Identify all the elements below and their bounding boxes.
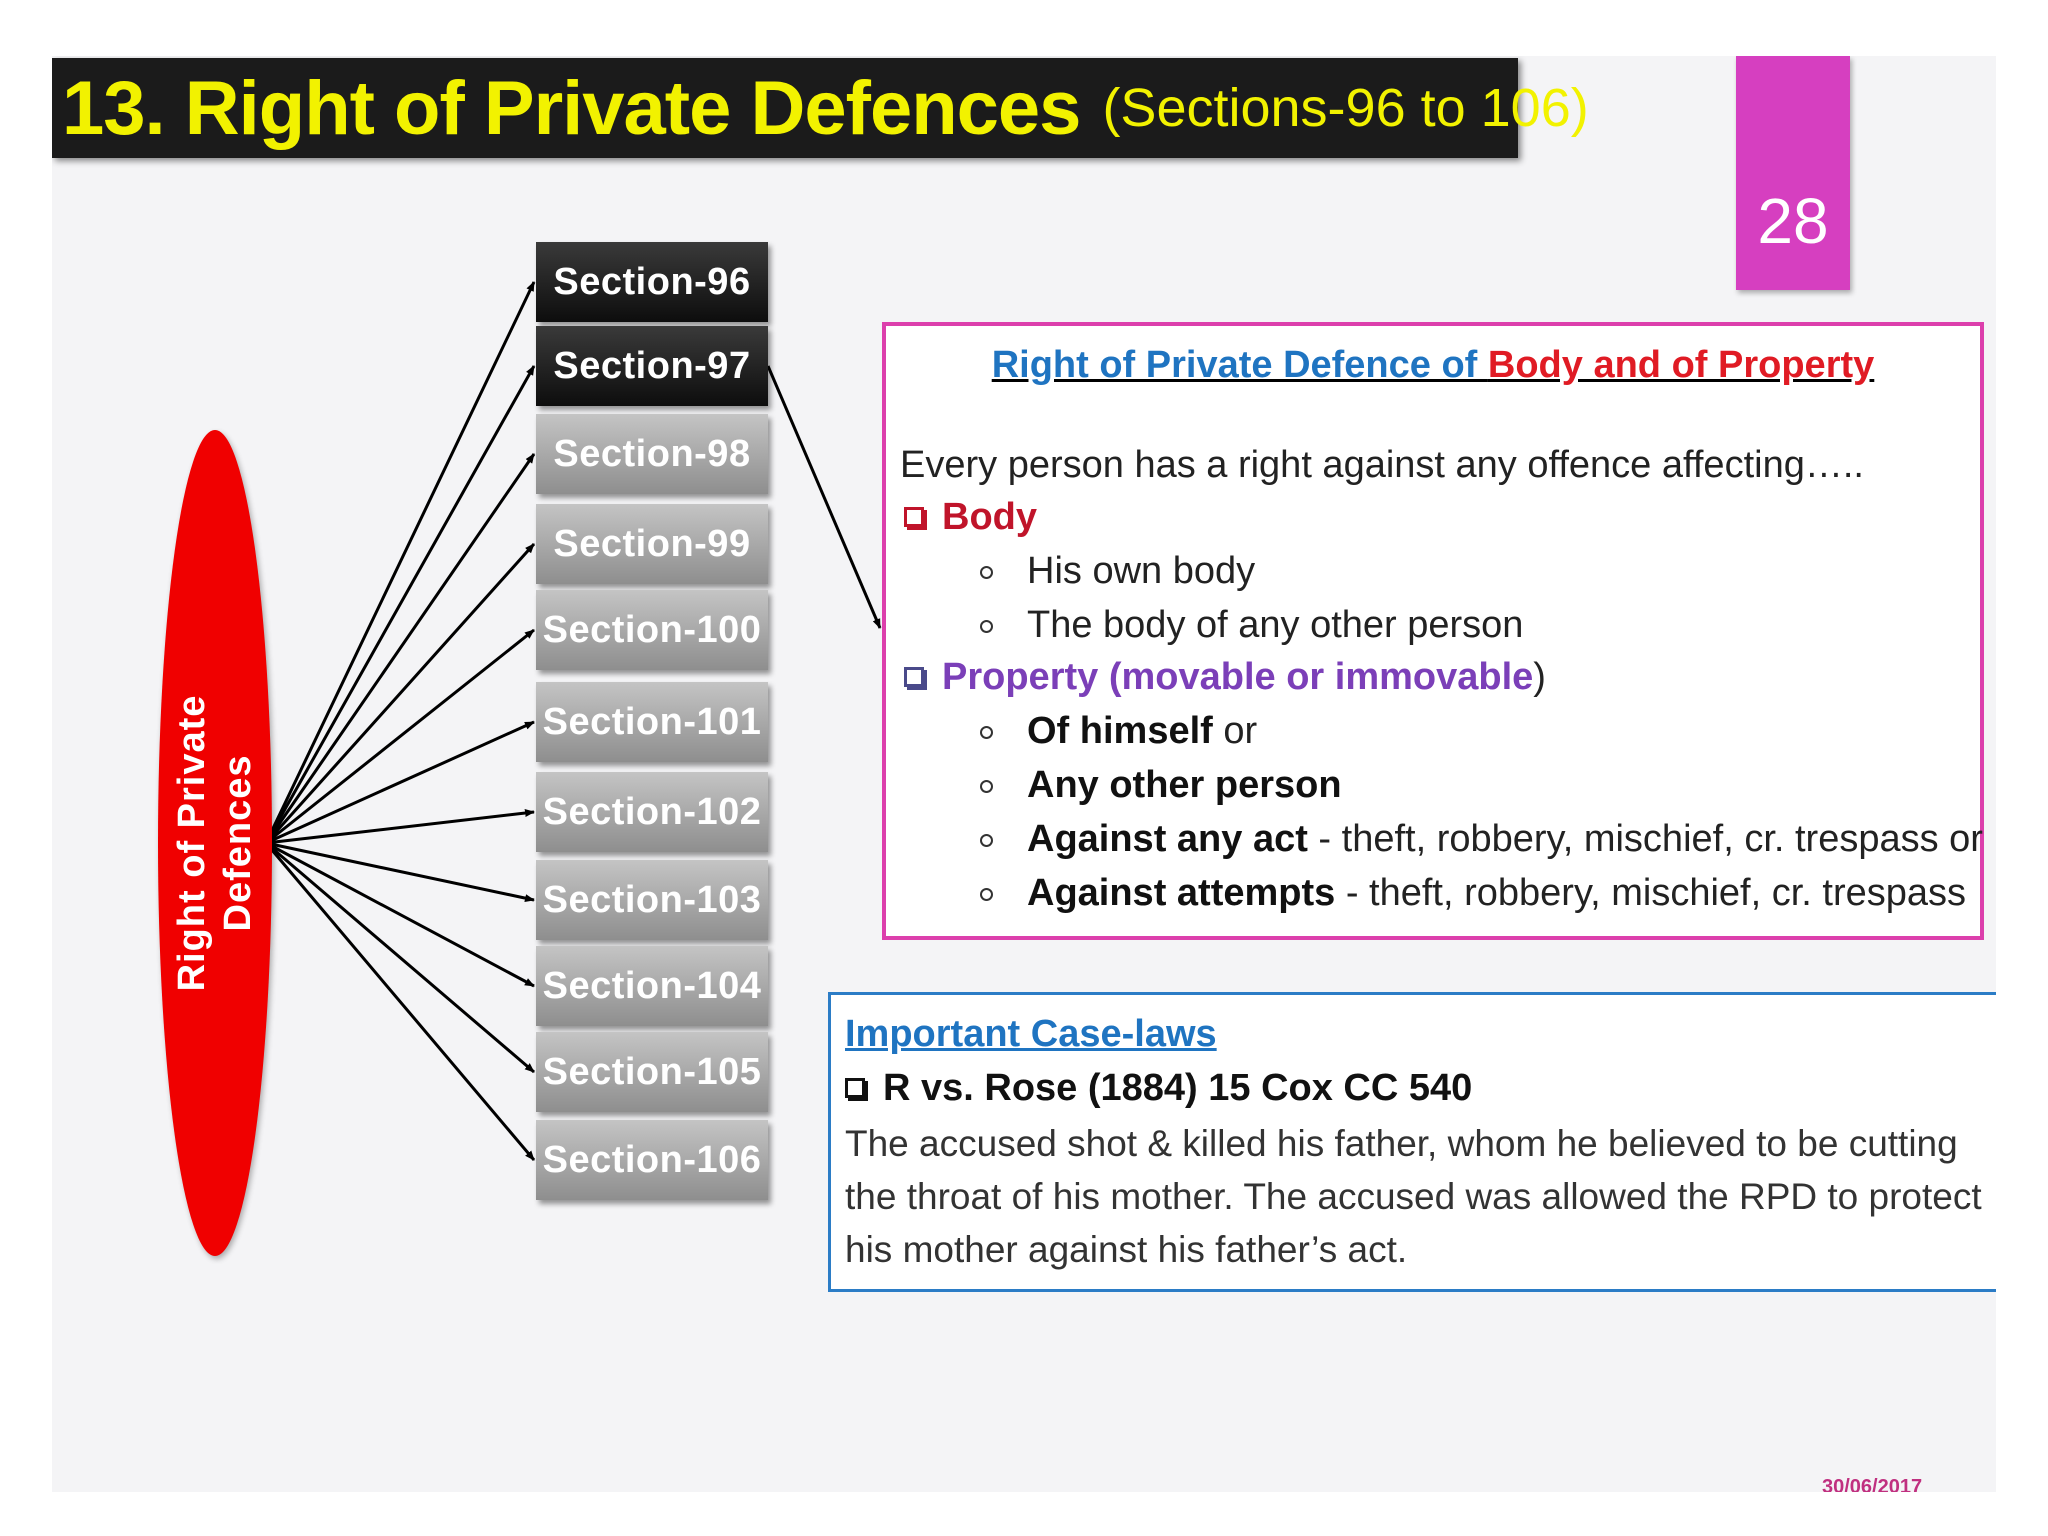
slide-date: 30/06/2017: [1822, 1476, 1923, 1492]
page-number: 28: [1757, 185, 1829, 257]
rpd-property-heading: Property (movable or immovable): [904, 656, 1546, 699]
circle-bullet-icon: [980, 726, 993, 739]
root-node-label: Right of Private Defences: [169, 695, 261, 992]
section-node: Section-101: [536, 682, 768, 762]
connector-arrow: [265, 841, 535, 1074]
rpd-property-item-rest: - theft, robbery, mischief, cr. trespass…: [1307, 818, 1983, 860]
section-97-detail-arrow: [766, 365, 882, 629]
connector-arrow: [264, 281, 536, 844]
section-node: Section-106: [536, 1120, 768, 1200]
circle-bullet-icon: [980, 780, 993, 793]
square-bullet-icon: [904, 667, 924, 687]
slide-subtitle: (Sections-96 to 106): [1102, 78, 1589, 138]
section-node: Section-102: [536, 772, 768, 852]
rpd-title-part-1: Right of Private Defence of: [991, 344, 1488, 386]
rpd-body-property-box: Right of Private Defence of Body and of …: [882, 322, 1984, 940]
connector-arrow: [264, 453, 536, 844]
rpd-property-item-rest: - theft, robbery, mischief, cr. trespass: [1335, 872, 1967, 914]
section-node: Section-104: [536, 946, 768, 1026]
title-bar: 13. Right of Private Defences (Sections-…: [52, 58, 1589, 158]
slide: 13. Right of Private Defences (Sections-…: [52, 56, 1996, 1492]
rpd-property-item-rest: or: [1212, 710, 1258, 752]
section-node: Section-97: [536, 326, 768, 406]
case-laws-title: Important Case-laws: [845, 1013, 1217, 1055]
root-node-line-2: Defences: [217, 754, 259, 932]
rpd-property-item: Of himself or: [980, 710, 1257, 753]
circle-bullet-icon: [980, 620, 993, 633]
rpd-box-title: Right of Private Defence of Body and of …: [886, 344, 1980, 387]
rpd-property-heading-text: Property (movable or immovable: [942, 656, 1534, 698]
rpd-intro: Every person has a right against any off…: [900, 444, 1864, 486]
rpd-body-item-text: The body of any other person: [1027, 604, 1524, 646]
case-laws-box: Important Case-laws R vs. Rose (1884) 15…: [828, 992, 1996, 1292]
rpd-body-heading: Body: [904, 496, 1037, 539]
connector-arrow: [265, 720, 535, 845]
square-bullet-icon: [845, 1078, 865, 1098]
case-citation-text: R vs. Rose (1884) 15 Cox CC 540: [883, 1067, 1473, 1109]
connector-arrow: [265, 628, 535, 845]
rpd-property-item-bold: Any other person: [1027, 764, 1342, 806]
rpd-body-item: His own body: [980, 550, 1255, 593]
connector-arrow: [264, 842, 536, 1161]
rpd-body-item-text: His own body: [1027, 550, 1256, 592]
root-node-line-1: Right of Private: [171, 694, 213, 992]
section-node: Section-99: [536, 504, 768, 584]
case-citation: R vs. Rose (1884) 15 Cox CC 540: [845, 1067, 1472, 1110]
rpd-body-heading-text: Body: [942, 496, 1037, 538]
section-node: Section-98: [536, 414, 768, 494]
connector-arrow: [265, 841, 535, 903]
case-description: The accused shot & killed his father, wh…: [845, 1123, 1982, 1270]
rpd-property-item-bold: Against any act: [1027, 818, 1308, 860]
rpd-title-part-2: Body and of Property: [1487, 344, 1875, 386]
rpd-property-item-bold: Of himself: [1027, 710, 1213, 752]
connector-arrow: [264, 365, 536, 844]
connector-arrows: [264, 281, 882, 1161]
square-bullet-icon: [904, 507, 924, 527]
circle-bullet-icon: [980, 888, 993, 901]
page-number-badge: 28: [1736, 56, 1850, 290]
rpd-property-item: Any other person: [980, 764, 1342, 807]
slide-title: 13. Right of Private Defences: [62, 65, 1081, 151]
connector-arrow: [265, 809, 535, 845]
rpd-body-item: The body of any other person: [980, 604, 1523, 647]
circle-bullet-icon: [980, 834, 993, 847]
rpd-property-heading-close: ): [1533, 656, 1546, 698]
circle-bullet-icon: [980, 566, 993, 579]
root-node-ellipse: [158, 430, 272, 1256]
section-node: Section-96: [536, 242, 768, 322]
rpd-property-item: Against attempts - theft, robbery, misch…: [980, 872, 1966, 915]
section-node: Section-100: [536, 590, 768, 670]
connector-arrow: [265, 841, 535, 988]
rpd-property-item-bold: Against attempts: [1027, 872, 1336, 914]
connector-arrow: [264, 542, 536, 845]
rpd-property-item: Against any act - theft, robbery, mischi…: [980, 818, 1983, 861]
section-node: Section-103: [536, 860, 768, 940]
section-node: Section-105: [536, 1032, 768, 1112]
